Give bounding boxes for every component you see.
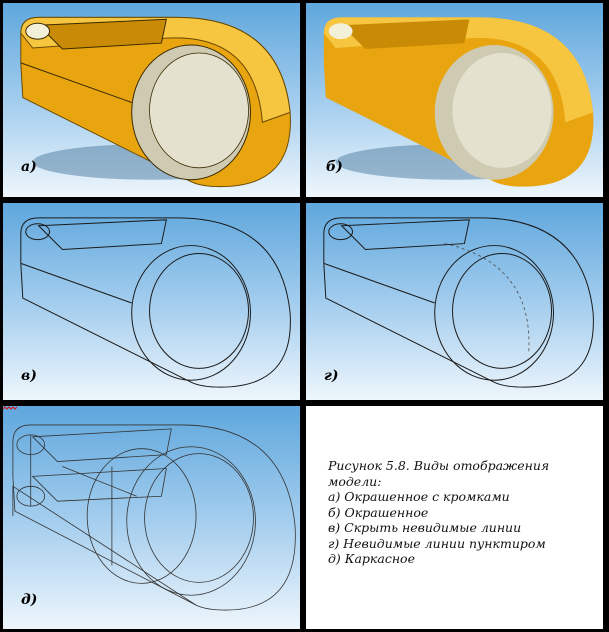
panel-label: в) [21, 368, 37, 384]
caption-item: г) Невидимые линии пунктиром [328, 535, 546, 551]
caption-item: в) Скрыть невидимые линии [328, 520, 522, 535]
caption-title-line1: Рисунок 5.8. Виды отображения [328, 458, 550, 473]
caption-item: б) Окрашенное [328, 504, 429, 520]
model-shaded-render [323, 17, 594, 187]
panel-label: г) [324, 368, 339, 384]
caption-item: а) Окрашенное с кромками [328, 489, 510, 504]
panel-hidden-lines-dashed: г) [306, 203, 603, 400]
model-hlr-render [20, 217, 291, 388]
figure-caption: Рисунок 5.8. Виды отображения модели: а)… [328, 458, 598, 567]
model-shaded-edges-render [20, 16, 291, 188]
caption-title-line2: модели: [328, 473, 382, 489]
panel-label: б) [326, 159, 343, 175]
panel-hidden-lines-removed: в) [3, 203, 300, 400]
model-wireframe-render [12, 424, 296, 611]
spellcheck-underline-icon [3, 406, 17, 410]
caption-item: д) Каркасное [328, 551, 415, 566]
panel-shaded: б) [306, 3, 603, 197]
panel-label: а) [21, 159, 37, 175]
panel-wireframe: д) [3, 406, 300, 629]
panel-label: д) [21, 592, 38, 608]
model-dashed-render [323, 217, 594, 388]
panel-shaded-with-edges: а) [3, 3, 300, 197]
caption-panel: Рисунок 5.8. Виды отображения модели: а)… [306, 406, 603, 629]
